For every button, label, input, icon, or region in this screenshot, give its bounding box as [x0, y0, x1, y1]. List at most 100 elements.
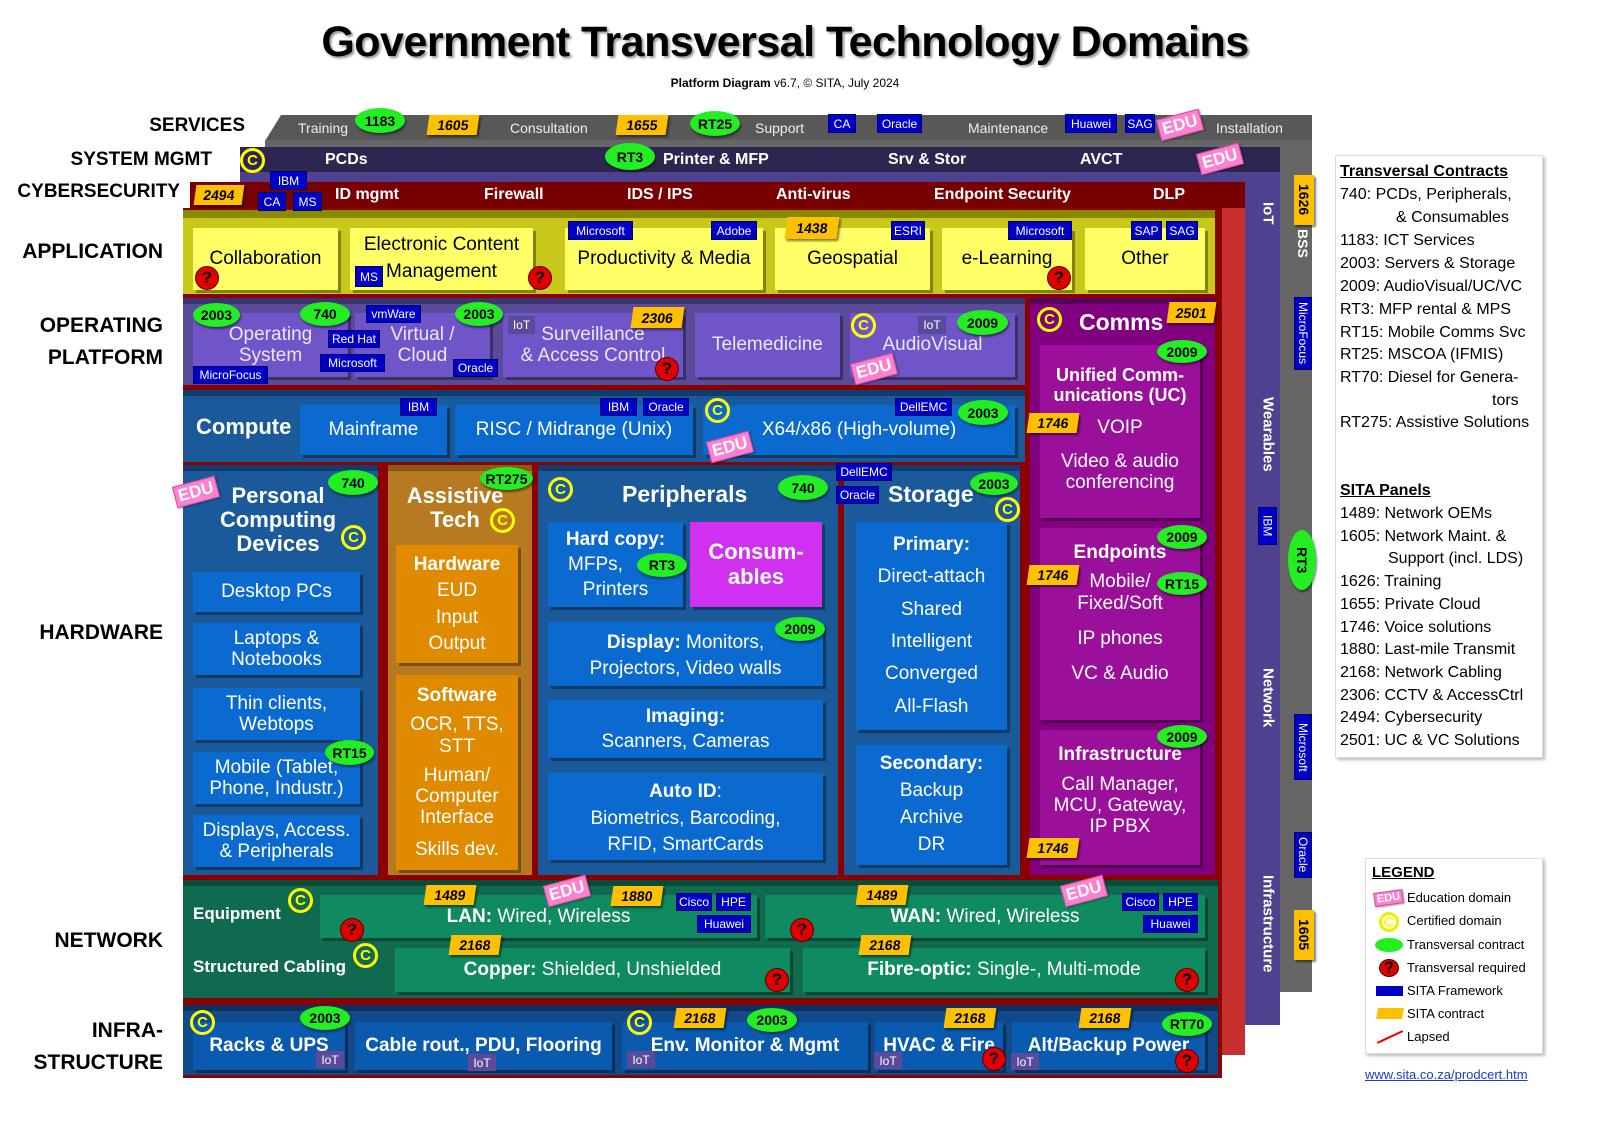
- transversal-contract-badge: 2003: [958, 400, 1008, 425]
- sita-contract-badge: 1655: [615, 115, 669, 135]
- pcd-desktop-pcs[interactable]: Desktop PCs: [193, 572, 360, 612]
- cyber-ids-ips[interactable]: IDS / IPS: [627, 186, 693, 203]
- service-maintenance[interactable]: Maintenance: [968, 120, 1049, 136]
- layer-label-services: SERVICES: [149, 115, 245, 136]
- layer-label-operating-platform: OPERATING PLATFORM: [39, 314, 163, 369]
- certified-icon: [995, 497, 1020, 522]
- op-surveillance-access-control[interactable]: Surveillance & Access Control: [503, 313, 683, 377]
- assistive-software[interactable]: Software OCR, TTS, STT Human/ Computer I…: [396, 675, 518, 870]
- peripherals-imaging[interactable]: Imaging: Scanners, Cameras: [548, 700, 823, 758]
- endpoints-item: IP phones: [1077, 627, 1163, 649]
- network-fibre-optic[interactable]: Fibre-optic: Single-, Multi-mode: [803, 948, 1205, 992]
- sysmgmt-srv-stor[interactable]: Srv & Stor: [888, 151, 967, 168]
- system-mgmt-layer: [240, 147, 1280, 173]
- sita-contract-badge: 1489: [855, 885, 909, 905]
- panel-item: 1489: Network OEMs: [1340, 505, 1493, 522]
- compute-risc-midrange[interactable]: RISC / Midrange (Unix): [455, 405, 693, 455]
- storage-primary[interactable]: Primary: Direct-attach Shared Intelligen…: [856, 522, 1007, 730]
- assistive-hardware[interactable]: Hardware EUD Input Output: [396, 545, 518, 663]
- transversal-required-icon: [765, 968, 789, 992]
- service-training[interactable]: Training: [298, 120, 349, 136]
- sita-contract-badge: 2494: [193, 185, 245, 205]
- legend-certified-icon: [1379, 912, 1399, 932]
- legend-item: SITA contract: [1407, 1006, 1485, 1021]
- pcd-thin-clients[interactable]: Thin clients, Webtops: [193, 688, 360, 740]
- contract-item: tors: [1492, 392, 1519, 409]
- cyber-endpoint-security[interactable]: Endpoint Security: [934, 186, 1071, 203]
- panel-item: 1626: Training: [1340, 573, 1442, 590]
- sita-contract-badge: 2168: [448, 935, 502, 955]
- certified-icon: [240, 148, 265, 173]
- infra-env-monitor[interactable]: Env. Monitor & Mgmt: [622, 1022, 868, 1070]
- legend-sita-contract-icon: [1376, 1008, 1404, 1019]
- infra-alt-backup-power[interactable]: Alt/Backup Power: [1012, 1022, 1205, 1070]
- op-telemedicine[interactable]: Telemedicine: [695, 313, 840, 377]
- transversal-contract-badge: 2009: [1157, 525, 1207, 549]
- legend-item: Certified domain: [1407, 913, 1502, 928]
- sita-framework-badge: IBM: [270, 171, 307, 190]
- storage-secondary-item: Archive: [899, 807, 964, 828]
- pcd-laptops-notebooks[interactable]: Laptops & Notebooks: [193, 623, 360, 675]
- transversal-contract-badge: RT25: [690, 111, 740, 136]
- peripherals-auto-id[interactable]: Auto ID: Biometrics, Barcoding, RFID, Sm…: [548, 773, 823, 860]
- display-title: Display:: [606, 632, 681, 653]
- network-lan[interactable]: LAN: Wired, Wireless: [320, 895, 757, 938]
- hard-copy-item: Printers: [582, 579, 649, 601]
- comms-endpoints[interactable]: Endpoints Mobile/ Fixed/Soft IP phones V…: [1040, 528, 1200, 720]
- sita-contract-badge: 2168: [858, 935, 912, 955]
- sita-framework-badge: Oracle: [453, 359, 498, 377]
- sita-framework-badge: Microsoft: [568, 221, 633, 240]
- sita-link[interactable]: www.sita.co.za/prodcert.htm: [1365, 1067, 1528, 1082]
- subtitle-rest: v6.7, © SITA, July 2024: [770, 76, 900, 90]
- cybersecurity-layer: [190, 182, 1245, 209]
- transversal-contract-badge: RT15: [1157, 572, 1207, 595]
- legend-item: Transversal contract: [1407, 937, 1525, 952]
- sita-contract-badge: 2168: [943, 1008, 997, 1028]
- transversal-required-icon: [655, 357, 679, 381]
- sita-contract-badge: 1746: [1026, 838, 1080, 858]
- sysmgmt-printer-mfp[interactable]: Printer & MFP: [663, 151, 769, 168]
- service-consultation[interactable]: Consultation: [510, 120, 588, 136]
- hard-copy-item: MFPs,: [568, 553, 623, 575]
- wan-title: WAN:: [890, 906, 942, 927]
- sita-framework-badge: Huawei: [1143, 915, 1198, 933]
- transversal-required-icon: [790, 918, 814, 942]
- sysmgmt-pcds[interactable]: PCDs: [325, 151, 368, 168]
- legend-item: SITA Framework: [1407, 983, 1503, 998]
- service-installation[interactable]: Installation: [1216, 120, 1283, 136]
- iot-tag: IoT: [468, 1054, 496, 1071]
- sita-framework-badge: Adobe: [711, 221, 757, 240]
- contract-item: RT275: Assistive Solutions: [1340, 414, 1530, 431]
- sita-framework-badge: Oracle: [836, 486, 879, 504]
- cyber-id-mgmt[interactable]: ID mgmt: [335, 186, 399, 203]
- cyber-firewall[interactable]: Firewall: [484, 186, 544, 203]
- transversal-contract-badge: RT3: [605, 143, 655, 170]
- cyber-dlp[interactable]: DLP: [1153, 186, 1185, 203]
- storage-secondary[interactable]: Secondary: Backup Archive DR: [856, 745, 1007, 865]
- transversal-contract-badge: RT3: [637, 553, 687, 577]
- sysmgmt-avct[interactable]: AVCT: [1080, 151, 1123, 168]
- assistive-hardware-item: Output: [428, 632, 486, 654]
- sita-framework-badge: MS: [293, 192, 322, 211]
- network-copper[interactable]: Copper: Shielded, Unshielded: [395, 948, 790, 992]
- layer-label-system-mgmt: SYSTEM MGMT: [70, 149, 212, 170]
- transversal-contract-badge: 2003: [300, 1006, 350, 1030]
- cyber-anti-virus[interactable]: Anti-virus: [776, 186, 851, 203]
- contract-item: & Consumables: [1396, 209, 1509, 226]
- transversal-contract-badge: RT3: [1288, 530, 1316, 590]
- transversal-contract-badge: 2009: [775, 617, 825, 641]
- app-electronic-content-management[interactable]: Electronic Content Management: [350, 228, 533, 290]
- side-infrastructure: Infrastructure: [1259, 875, 1277, 973]
- sita-framework-badge: MicroFocus: [1294, 297, 1312, 370]
- assistive-hardware-title: Hardware: [413, 553, 501, 575]
- display-text: Monitors, Projectors, Video walls: [589, 632, 782, 679]
- layer-label-infrastructure: INFRA- STRUCTURE: [33, 1019, 164, 1074]
- copper-text: Shielded, Unshielded: [536, 959, 722, 980]
- contract-item: 740: PCDs, Peripherals,: [1340, 186, 1512, 203]
- storage-primary-title: Primary:: [892, 534, 971, 556]
- storage-secondary-title: Secondary:: [879, 753, 984, 775]
- service-support[interactable]: Support: [755, 120, 805, 136]
- pcd-displays-peripherals[interactable]: Displays, Access. & Peripherals: [193, 815, 360, 867]
- side-iot: IoT: [1259, 201, 1277, 225]
- peripherals-consumables[interactable]: Consum- ables: [690, 522, 822, 607]
